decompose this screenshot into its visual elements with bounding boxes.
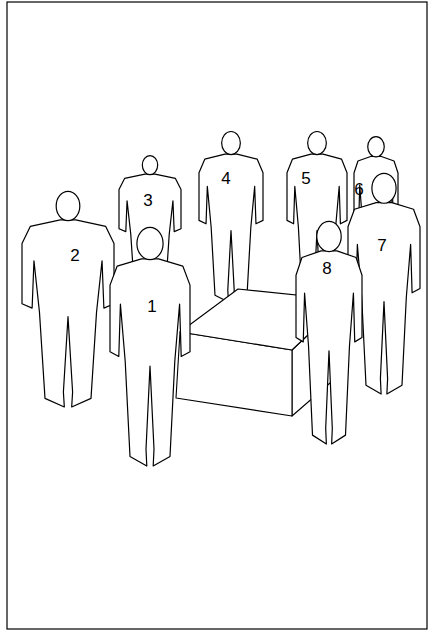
callout-number: 2 <box>70 247 79 264</box>
person-head <box>317 221 341 251</box>
person-silhouette <box>296 221 362 444</box>
callout-number: 1 <box>147 298 156 315</box>
person-body <box>296 251 362 444</box>
person-head <box>308 131 327 154</box>
callout-number: 4 <box>221 170 230 187</box>
callout-number: 7 <box>377 237 386 254</box>
person-head <box>368 137 385 157</box>
person-silhouette <box>22 191 114 407</box>
callout-number: 6 <box>354 181 363 198</box>
callout-number: 5 <box>301 170 310 187</box>
people-group <box>22 173 420 466</box>
person-silhouette <box>199 131 263 302</box>
person-head <box>372 173 396 203</box>
callout-number: 8 <box>322 260 331 277</box>
callout-number: 3 <box>143 192 152 209</box>
person-body <box>110 259 190 466</box>
person-head <box>137 227 163 259</box>
person-head <box>222 131 241 154</box>
frame <box>7 2 427 629</box>
person-head <box>142 156 157 175</box>
person-head <box>56 191 80 220</box>
person-body <box>22 220 114 407</box>
person-silhouette <box>110 227 190 466</box>
person-body <box>199 154 263 302</box>
